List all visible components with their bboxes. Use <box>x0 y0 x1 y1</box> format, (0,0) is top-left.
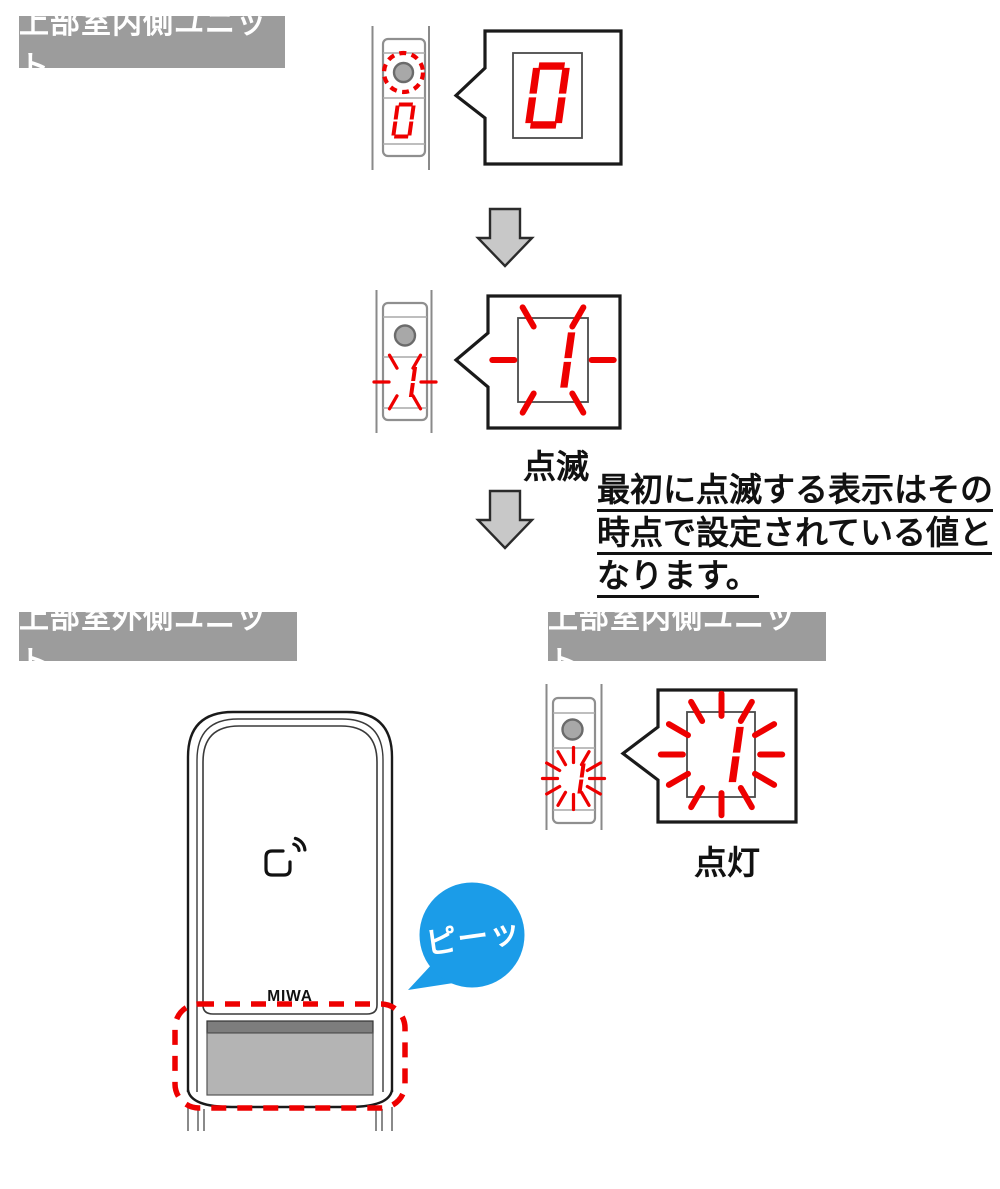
lit-ray <box>688 698 706 725</box>
blink-ray <box>569 304 587 330</box>
callout-step3 <box>620 688 798 824</box>
segment-B <box>732 726 744 753</box>
segment-C <box>554 97 566 124</box>
unit-digit-display-blinking <box>372 353 438 411</box>
set-button <box>392 61 415 84</box>
door-edge-bottom <box>187 1107 393 1131</box>
brand-logo: MIWA <box>267 988 312 1005</box>
press-indicator-dashed-circle <box>381 50 426 95</box>
blink-ray <box>411 394 423 411</box>
unit-digit-display <box>391 102 416 139</box>
lit-ray <box>556 790 568 807</box>
note-line: 時点で設定されている値と <box>597 511 993 555</box>
lit-ray <box>751 721 778 739</box>
beep-bubble <box>408 882 525 990</box>
segment-C <box>728 756 740 783</box>
blink-ray <box>519 390 537 416</box>
segment-C <box>407 121 414 136</box>
highlight-dashed-box <box>172 1001 408 1111</box>
segment-E <box>525 97 537 124</box>
callout-step2 <box>453 294 622 430</box>
segment-B <box>409 105 416 120</box>
blink-ray <box>519 304 537 330</box>
display-window <box>686 711 756 798</box>
callout-step1 <box>453 29 623 166</box>
segment-C <box>408 383 415 397</box>
bubble-body <box>419 882 525 988</box>
set-button <box>561 718 584 741</box>
lit-ray <box>665 721 692 739</box>
blink-ray <box>569 390 587 416</box>
lit-ray <box>737 698 755 725</box>
segment-C <box>577 779 584 794</box>
caption-lit: 点灯 <box>694 844 760 881</box>
note-line: 最初に点滅する表示はその <box>597 468 993 512</box>
lit-ray <box>688 784 706 811</box>
handle-panel <box>206 1032 374 1096</box>
callout-digit-display-blinking <box>489 304 617 416</box>
lit-ray <box>545 784 562 796</box>
callout-digit-display-lit <box>657 690 786 819</box>
segment-B <box>579 763 586 778</box>
contactless-card-icon <box>264 836 307 877</box>
segment-C <box>560 361 572 388</box>
down-arrow-icon <box>475 489 535 550</box>
down-arrow-icon <box>475 207 535 268</box>
lit-ray <box>579 750 591 767</box>
blink-ray <box>411 353 423 370</box>
indoor-unit-step1 <box>371 26 430 170</box>
lit-ray <box>751 770 778 788</box>
segment-E <box>391 121 398 136</box>
segment-B <box>564 332 576 359</box>
callout-digit-display <box>525 62 570 129</box>
set-button <box>393 324 417 347</box>
lit-ray <box>737 784 755 811</box>
bubble-tail <box>408 962 460 990</box>
blink-ray <box>387 353 399 370</box>
lit-ray <box>585 761 602 773</box>
blink-ray <box>387 394 399 411</box>
unit-body <box>381 301 429 422</box>
segment-B <box>558 67 570 94</box>
lit-ray <box>545 761 562 773</box>
note-text: 最初に点滅する表示はその 時点で設定されている値と なります。 <box>597 468 993 598</box>
caption-blink: 点滅 <box>523 448 589 485</box>
handle-strip <box>206 1020 374 1034</box>
segment-F <box>529 67 541 94</box>
lit-ray <box>579 790 591 807</box>
device-mid-outline <box>196 718 384 1092</box>
indoor-unit-step3 <box>540 684 607 830</box>
unit-digit-display-lit <box>540 745 607 812</box>
display-window <box>517 317 589 403</box>
lit-ray <box>585 784 602 796</box>
outdoor-unit-drawing: MIWA <box>172 710 525 1131</box>
segment-F <box>393 105 400 120</box>
lit-ray <box>556 750 568 767</box>
note-line: なります。 <box>597 554 993 598</box>
lit-ray <box>665 770 692 788</box>
segment-B <box>411 367 418 381</box>
indoor-unit-step2 <box>372 290 438 433</box>
